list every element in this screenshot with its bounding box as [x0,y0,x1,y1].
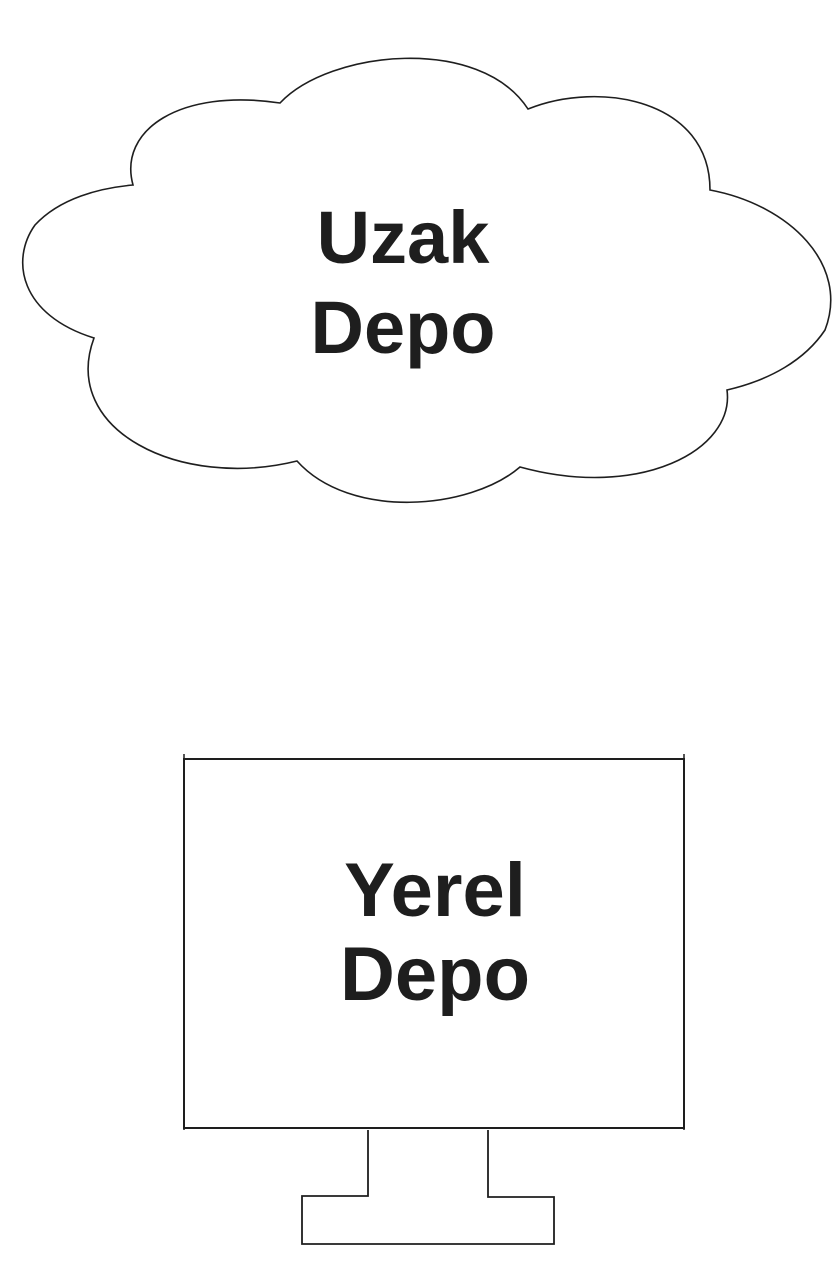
monitor-icon [183,754,685,1245]
monitor-stand [301,1130,555,1245]
remote-repo-label-line1: Uzak [316,196,490,279]
local-repo-label-line1: Yerel [344,848,526,933]
local-repo-label-line2: Depo [340,932,530,1017]
cloud-icon [22,57,832,504]
monitor-screen [183,758,685,1129]
remote-repo-label-line2: Depo [310,286,496,369]
